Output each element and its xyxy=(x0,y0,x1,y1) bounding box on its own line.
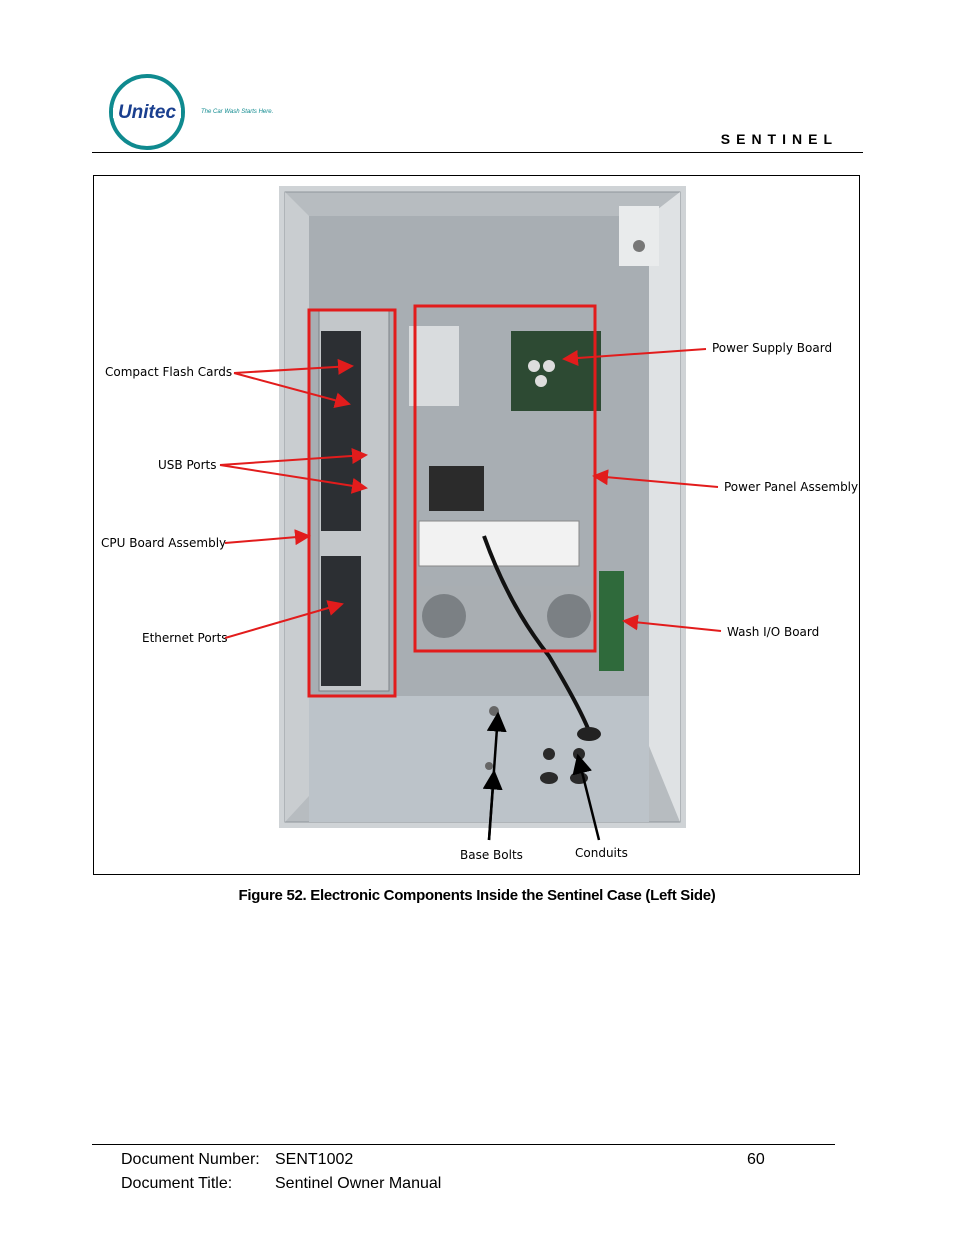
footer-doc-number-label: Document Number: xyxy=(121,1151,260,1168)
unitec-logo: Unitec The Car Wash Starts Here. xyxy=(109,74,273,150)
header-divider xyxy=(92,152,863,153)
logo-tagline: The Car Wash Starts Here. xyxy=(201,109,273,115)
callout-base-bolts: Base Bolts xyxy=(460,848,523,862)
footer-doc-title-label: Document Title: xyxy=(121,1175,233,1192)
callout-ethernet-ports: Ethernet Ports xyxy=(142,631,228,645)
footer-doc-title-value: Sentinel Owner Manual xyxy=(275,1175,442,1192)
header-product-name: SENTINEL xyxy=(720,131,838,147)
callout-usb-ports: USB Ports xyxy=(158,458,217,472)
figure-frame: Compact Flash Cards USB Ports CPU Board … xyxy=(93,175,860,875)
footer-doc-number-value: SENT1002 xyxy=(275,1151,354,1168)
callout-power-supply-board: Power Supply Board xyxy=(712,341,833,355)
sentinel-case-photo xyxy=(279,186,686,828)
callout-wash-io-board: Wash I/O Board xyxy=(727,625,820,639)
footer-divider xyxy=(92,1144,835,1145)
callout-cpu-board-assembly: CPU Board Assembly xyxy=(101,536,227,550)
callout-conduits: Conduits xyxy=(575,846,628,860)
logo-wordmark: Unitec xyxy=(118,102,177,123)
footer-page-number: 60 xyxy=(747,1151,765,1168)
callout-compact-flash-cards: Compact Flash Cards xyxy=(105,365,233,379)
figure-caption: Figure 52. Electronic Components Inside … xyxy=(238,887,716,904)
callout-power-panel-assembly: Power Panel Assembly xyxy=(724,480,859,494)
